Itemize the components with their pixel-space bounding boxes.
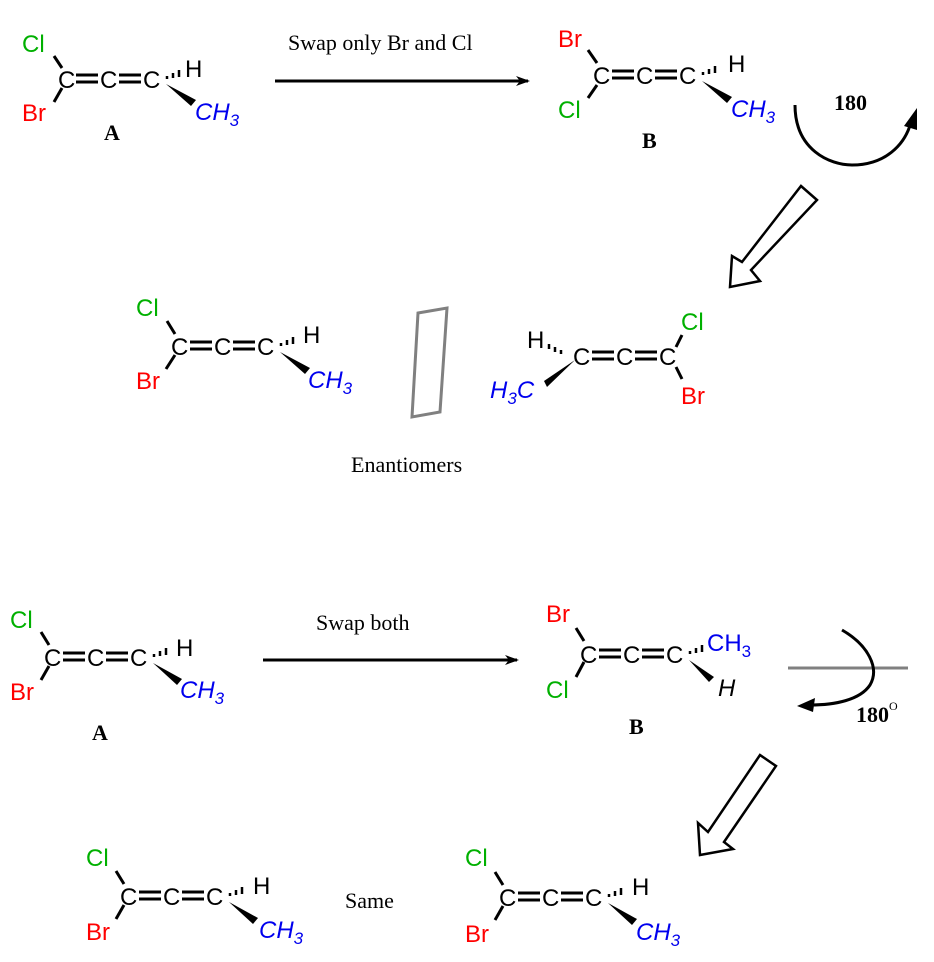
chlorine-atom: Cl: [465, 845, 488, 872]
carbon-2: C: [542, 885, 559, 912]
bottom-result-right-molecule: Cl Br C C C H CH3: [465, 845, 681, 950]
molecule-label-b: B: [629, 714, 644, 739]
carbon-1: C: [58, 67, 75, 94]
bromine-atom: Br: [22, 100, 46, 127]
hashed-bond: [152, 648, 168, 657]
molecule-label-b: B: [642, 128, 657, 153]
hydrogen-atom: H: [253, 873, 270, 900]
chlorine-atom: Cl: [558, 97, 581, 124]
chlorine-atom: Cl: [86, 845, 109, 872]
top-molecule-b: Br Cl C C C H CH3 B: [558, 26, 776, 153]
methyl-group: H3C: [490, 377, 535, 408]
wedge-bond: [702, 81, 732, 103]
hashed-bond: [165, 70, 181, 79]
carbon-1: C: [44, 645, 61, 672]
hydrogen-atom: H: [728, 51, 745, 78]
methyl-group: CH3: [636, 919, 681, 950]
rotation-arrowhead-icon: [904, 108, 917, 130]
carbon-3: C: [130, 645, 147, 672]
carbon-2: C: [636, 63, 653, 90]
chlorine-atom: Cl: [10, 607, 33, 634]
methyl-group: CH3: [707, 630, 751, 661]
bromine-atom: Br: [136, 368, 160, 395]
rotation-angle-label: 180: [834, 90, 867, 115]
hydrogen-atom: H: [303, 322, 320, 349]
hashed-bond: [688, 645, 704, 654]
relationship-label-same: Same: [345, 888, 394, 913]
hydrogen-atom: H: [718, 675, 736, 702]
hydrogen-atom: H: [185, 56, 202, 83]
carbon-2: C: [87, 645, 104, 672]
carbon-1: C: [580, 642, 597, 669]
carbon-1: C: [499, 885, 516, 912]
hydrogen-atom: H: [527, 327, 544, 354]
top-result-right-molecule: H C C C Cl Br H3C: [490, 309, 705, 410]
rotation-angle-label: 180O: [856, 699, 898, 727]
carbon-3: C: [257, 334, 274, 361]
hashed-bond: [279, 337, 295, 346]
bromine-atom: Br: [681, 383, 705, 410]
wedge-bond: [153, 663, 182, 685]
hollow-transform-arrow-icon: [728, 184, 819, 289]
carbon-1: C: [120, 884, 137, 911]
bromine-atom: Br: [86, 919, 110, 946]
carbon-1: C: [659, 344, 676, 371]
swap-br-cl-label: Swap only Br and Cl: [288, 30, 473, 55]
top-molecule-a: Cl Br C C C H CH3 A: [22, 31, 240, 145]
hashed-bond: [607, 888, 623, 897]
carbon-3: C: [585, 885, 602, 912]
wedge-bond: [280, 352, 310, 374]
hashed-bond: [228, 887, 244, 896]
methyl-group: CH3: [731, 96, 776, 127]
bottom-molecule-a: Cl Br C C C H CH3 A: [10, 607, 225, 745]
bottom-molecule-b: Br Cl C C C CH3 H B: [546, 601, 751, 739]
methyl-group: CH3: [180, 677, 225, 708]
methyl-group: CH3: [195, 99, 240, 130]
chlorine-atom: Cl: [546, 677, 569, 704]
carbon-3: C: [679, 63, 696, 90]
wedge-bond: [544, 360, 575, 387]
methyl-group: CH3: [308, 367, 353, 398]
carbon-2: C: [214, 334, 231, 361]
carbon-3: C: [666, 642, 683, 669]
rotation-arrowhead-icon: [797, 698, 815, 712]
hollow-transform-arrow-icon: [696, 753, 778, 857]
top-result-left-molecule: Cl Br C C C H CH3: [136, 295, 353, 398]
mirror-plane-icon: [410, 306, 449, 419]
bromine-atom: Br: [10, 679, 34, 706]
molecule-label-a: A: [92, 720, 108, 745]
carbon-1: C: [171, 334, 188, 361]
chlorine-atom: Cl: [681, 309, 704, 336]
chlorine-atom: Cl: [136, 295, 159, 322]
hashed-bond: [701, 66, 717, 75]
rotation-arrow: [793, 104, 913, 167]
carbon-2: C: [100, 67, 117, 94]
carbon-2: C: [163, 884, 180, 911]
wedge-bond: [608, 903, 637, 925]
rotation-arrow: [809, 628, 875, 707]
carbon-1: C: [593, 63, 610, 90]
chlorine-atom: Cl: [22, 31, 45, 58]
bromine-atom: Br: [546, 601, 570, 628]
carbon-3: C: [206, 884, 223, 911]
carbon-2: C: [616, 344, 633, 371]
wedge-bond: [229, 902, 258, 924]
carbon-3: C: [143, 67, 160, 94]
bromine-atom: Br: [558, 26, 582, 53]
hydrogen-atom: H: [632, 874, 649, 901]
wedge-bond: [689, 660, 714, 682]
methyl-group: CH3: [259, 917, 304, 948]
bottom-result-left-molecule: Cl Br C C C H CH3: [86, 845, 304, 948]
carbon-2: C: [623, 642, 640, 669]
hydrogen-atom: H: [176, 635, 193, 662]
molecule-label-a: A: [104, 120, 120, 145]
bromine-atom: Br: [465, 921, 489, 948]
hashed-bond: [547, 344, 563, 354]
relationship-label-enantiomers: Enantiomers: [351, 452, 462, 477]
swap-both-label: Swap both: [316, 610, 410, 635]
carbon-3: C: [573, 344, 590, 371]
wedge-bond: [166, 84, 196, 106]
